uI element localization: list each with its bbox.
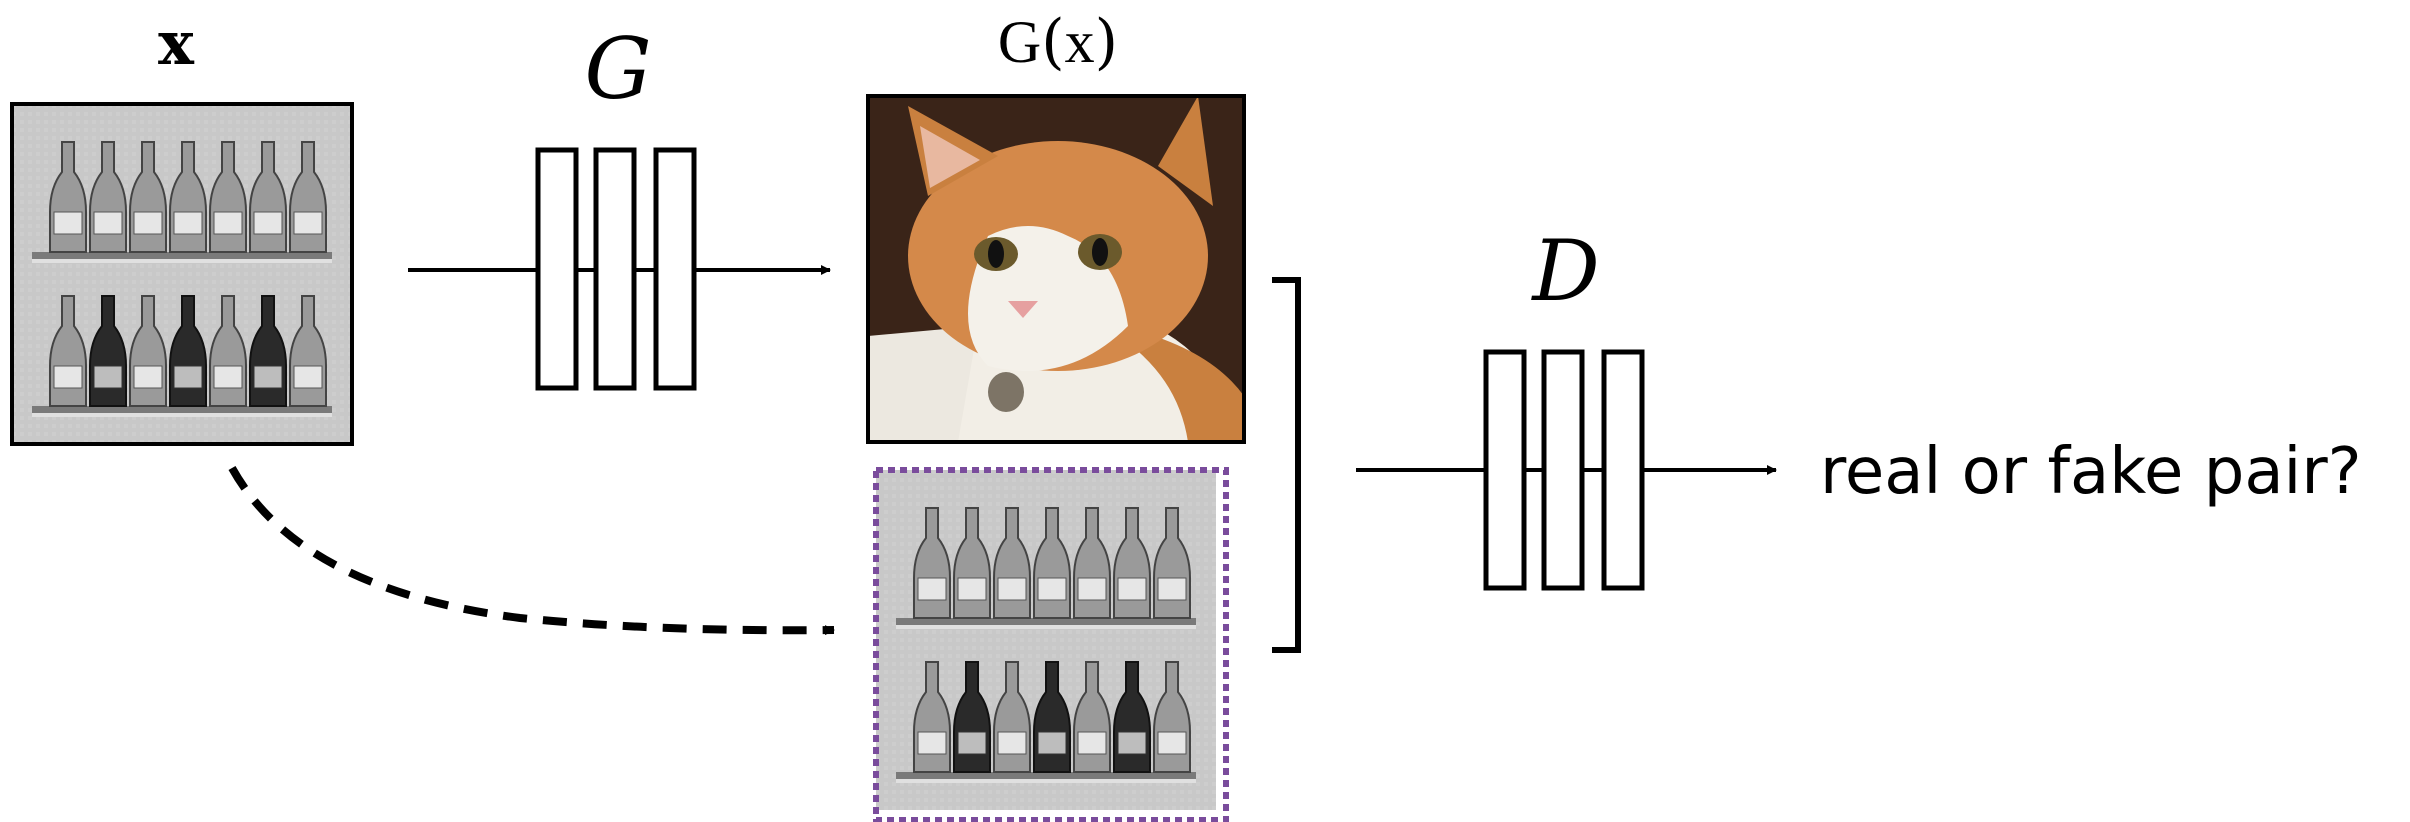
pair-bracket: [1272, 277, 1301, 653]
input-image: [10, 102, 354, 446]
paired-input-image: [873, 467, 1229, 822]
generator-network-icon: [535, 147, 697, 391]
skip-connection-arrow: [228, 466, 835, 636]
discriminator-label: D: [1530, 222, 1599, 320]
generator-label: G: [584, 20, 651, 118]
generated-image: [866, 94, 1246, 444]
input-label: x: [158, 9, 195, 79]
output-question: real or fake pair?: [1820, 435, 2362, 509]
discriminator-network-icon: [1483, 349, 1645, 591]
generated-label: G(x): [998, 7, 1118, 77]
